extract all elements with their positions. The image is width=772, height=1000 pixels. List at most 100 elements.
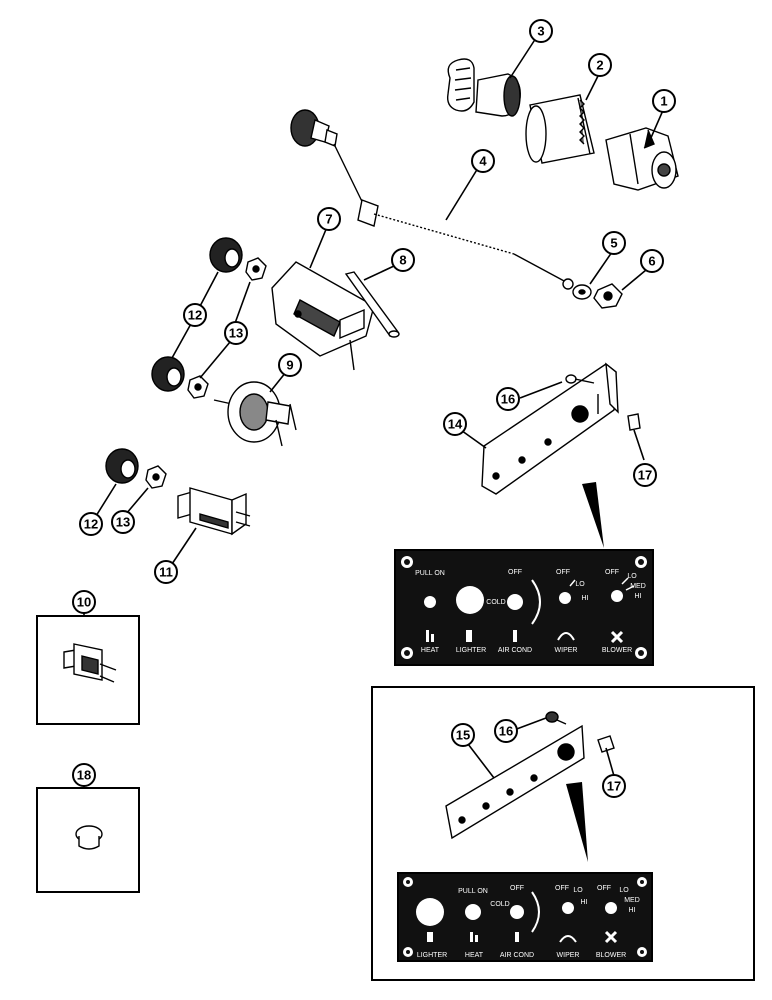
panel-a-air-cond-label: AIR COND	[498, 647, 532, 654]
lighter-icon	[466, 630, 472, 642]
callout-2: 2	[588, 53, 612, 77]
callout-9: 9	[278, 353, 302, 377]
lower-assembly-frame	[371, 686, 755, 981]
part-switch-body	[271, 261, 375, 371]
callout-3: 3	[529, 19, 553, 43]
svg-text:4: 4	[479, 154, 487, 169]
control-panel-b: PULL ON OFF COLD OFF LO HI OFF LO MED HI…	[397, 872, 653, 962]
svg-text:12: 12	[188, 308, 202, 323]
blower-icon	[604, 930, 618, 944]
callout-10: 10	[72, 590, 96, 614]
svg-text:9: 9	[286, 358, 293, 373]
part-knob-12c	[105, 448, 139, 484]
callout-8: 8	[391, 248, 415, 272]
svg-text:18: 18	[77, 768, 91, 783]
panel-b-blower-label: BLOWER	[596, 952, 626, 959]
svg-text:12: 12	[84, 517, 98, 532]
part-knob-12a	[209, 237, 243, 273]
pointer-wedge-a	[582, 482, 604, 548]
panel-b-hi-blower-label: HI	[629, 907, 636, 914]
panel-b-off-wiper-label: OFF	[555, 885, 569, 892]
part-mounting-plate-15	[445, 724, 585, 840]
panel-a-lighter-label: LIGHTER	[456, 647, 486, 654]
part-mounting-plate-14	[481, 362, 619, 495]
svg-text:17: 17	[638, 468, 652, 483]
panel-a-cold-label: COLD	[486, 599, 505, 606]
panel-b-pull-on-label: PULL ON	[458, 888, 488, 895]
wiper-icon	[557, 632, 575, 641]
panel-a-hi-blower-label: HI	[635, 593, 642, 600]
panel-a-blower-label: BLOWER	[602, 647, 632, 654]
panel-a-heat-label: HEAT	[421, 647, 440, 654]
part-pin	[344, 271, 400, 338]
part-nut-13a	[245, 257, 267, 281]
svg-text:13: 13	[229, 326, 243, 341]
callout-6: 6	[640, 249, 664, 273]
svg-text:8: 8	[399, 253, 406, 268]
callout-16a: 16	[496, 387, 520, 411]
part-screw-16a	[565, 374, 595, 384]
svg-text:15: 15	[456, 728, 470, 743]
part-washer-5	[572, 284, 592, 300]
part-rocker-switch	[177, 487, 251, 536]
part-nut-13c	[145, 465, 167, 489]
heat-icon	[470, 932, 478, 942]
panel-b-air-cond-label: AIR COND	[500, 952, 534, 959]
lighter-icon	[427, 932, 433, 942]
part-rocker-switch-10	[63, 643, 117, 683]
callout-13c: 13	[111, 510, 135, 534]
svg-text:6: 6	[648, 254, 655, 269]
callout-4: 4	[471, 149, 495, 173]
svg-text:16: 16	[501, 392, 515, 407]
callout-5: 5	[602, 231, 626, 255]
panel-b-lo-blower-label: LO	[619, 887, 629, 894]
part-lighter-sleeve	[525, 94, 595, 164]
svg-text:13: 13	[116, 515, 130, 530]
svg-text:2: 2	[596, 58, 603, 73]
panel-b-lighter-label: LIGHTER	[417, 952, 447, 959]
pointer-wedge-b	[566, 782, 588, 862]
callout-17b: 17	[602, 774, 626, 798]
part-nut-6	[593, 283, 623, 309]
panel-b-off-blower-label: OFF	[597, 885, 611, 892]
inset-box-18	[36, 787, 140, 893]
callout-12c: 12	[79, 512, 103, 536]
callout-11: 11	[154, 560, 178, 584]
leader-lines	[83, 37, 665, 788]
panel-b-off-ac-label: OFF	[510, 885, 524, 892]
callout-7: 7	[317, 207, 341, 231]
panel-a-wiper-label: WIPER	[555, 647, 578, 654]
panel-a-pull-on-label: PULL ON	[415, 570, 445, 577]
part-socket-shell	[605, 127, 679, 191]
part-rotary-switch	[213, 381, 297, 447]
svg-text:10: 10	[77, 595, 91, 610]
part-clip-17b	[597, 735, 615, 753]
callout-12a: 12	[183, 303, 207, 327]
control-panel-a: PULL ON OFF COLD OFF LO HI OFF LO MED HI…	[394, 549, 654, 666]
svg-text:16: 16	[499, 724, 513, 739]
panel-a-med-blower-label: MED	[630, 583, 646, 590]
callout-18: 18	[72, 763, 96, 787]
svg-text:7: 7	[325, 212, 332, 227]
callout-15: 15	[451, 723, 475, 747]
svg-text:3: 3	[537, 24, 544, 39]
part-knob-12b	[151, 356, 185, 392]
svg-text:14: 14	[448, 417, 463, 432]
part-screw-16b	[545, 711, 567, 725]
part-clip-17a	[627, 413, 641, 431]
svg-text:5: 5	[610, 236, 617, 251]
blower-icon	[610, 630, 624, 644]
panel-b-cold-label: COLD	[490, 901, 509, 908]
callout-1: 1	[652, 89, 676, 113]
svg-text:17: 17	[607, 779, 621, 794]
part-control-cable	[290, 109, 574, 290]
air-cond-icon	[513, 630, 517, 642]
panel-b-med-blower-label: MED	[624, 897, 640, 904]
callout-13a: 13	[224, 321, 248, 345]
panel-b-lo-wiper-label: LO	[573, 887, 583, 894]
part-nut-13b	[187, 375, 209, 399]
callout-14: 14	[443, 412, 467, 436]
air-cond-icon	[515, 932, 519, 942]
panel-a-off-wiper-label: OFF	[556, 569, 570, 576]
